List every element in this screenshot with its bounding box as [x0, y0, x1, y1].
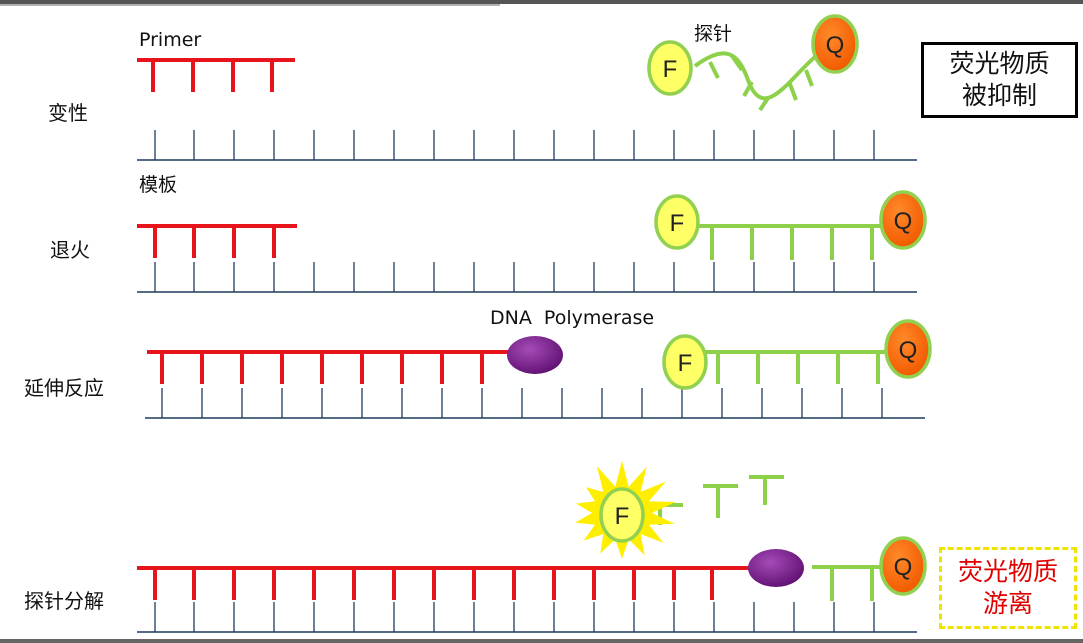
free-probe-base	[804, 69, 814, 87]
quencher-marker: Q	[884, 319, 932, 379]
template-label: 模板	[139, 174, 178, 196]
step-label-probe-cleavage: 探针分解	[24, 589, 104, 613]
released-note: 荧光物质 游离	[939, 547, 1077, 629]
probe-strands	[697, 224, 887, 601]
step-label-annealing: 退火	[50, 238, 90, 262]
quencher-marker: Q	[879, 536, 927, 596]
step-label-denaturation: 变性	[48, 101, 88, 125]
free-probe-base	[788, 83, 798, 101]
released-note-line: 荧光物质	[957, 557, 1058, 586]
quenched-note-line: 被抑制	[961, 81, 1037, 110]
template-strands	[137, 130, 925, 633]
polymerase-label: DNA Polymerase	[490, 307, 655, 329]
free-probe-backbone	[693, 46, 827, 101]
fluorophore-label: F	[670, 210, 685, 237]
fluorophore-marker: F	[647, 40, 693, 96]
free-probe-base	[758, 96, 770, 112]
free-probe-base	[730, 54, 744, 72]
fluorophore-label: F	[678, 350, 693, 377]
polymerase-icon	[507, 336, 563, 374]
fluorophore-marker: F	[654, 194, 700, 250]
polymerase-icon	[748, 549, 804, 587]
top-accent-line	[0, 4, 500, 6]
probe-label: 探针	[694, 23, 733, 45]
free-probe-base	[708, 61, 720, 79]
quencher-marker: Q	[879, 190, 927, 250]
fluorophore-label: F	[663, 56, 678, 83]
free-probe-bases	[708, 54, 814, 112]
bottom-border	[0, 639, 1083, 643]
quencher-label: Q	[894, 554, 913, 581]
quencher-label: Q	[899, 337, 918, 364]
fluorophore-marker: F	[599, 487, 645, 543]
released-note-line: 游离	[982, 589, 1033, 618]
released-probe-fragments	[645, 475, 784, 525]
free-probe-base	[742, 81, 754, 97]
quenched-note: 荧光物质 被抑制	[921, 42, 1078, 118]
quencher-marker: Q	[811, 14, 859, 74]
released-base-fragment	[703, 484, 738, 518]
primer-strands	[137, 58, 750, 600]
released-base-fragment	[749, 475, 784, 505]
fluorophore-marker: F	[662, 334, 708, 390]
fluorophore-label: F	[615, 503, 630, 530]
primer-label: Primer	[139, 29, 202, 51]
step-label-extension: 延伸反应	[24, 376, 104, 400]
quencher-label: Q	[826, 32, 845, 59]
quencher-label: Q	[894, 208, 913, 235]
top-border	[0, 0, 1083, 4]
quenched-note-line: 荧光物质	[949, 49, 1050, 78]
